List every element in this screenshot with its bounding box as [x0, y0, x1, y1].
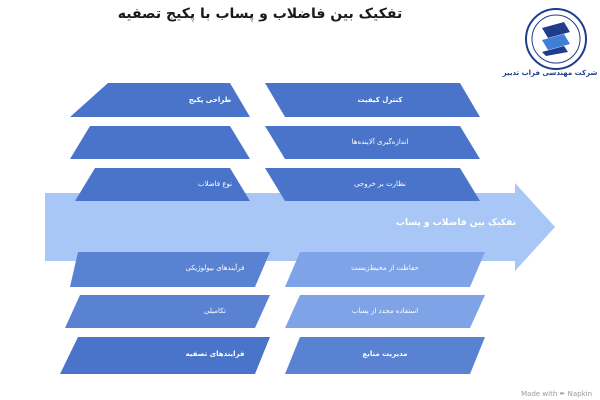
rib-label-wastewater-type: نوع فاضلاب — [197, 180, 233, 188]
spine-arrow — [45, 183, 555, 271]
rib-top-right-1 — [265, 83, 480, 117]
page-title: تفکیک بین فاضلاب و پساب با پکیج تصفیه — [117, 6, 403, 22]
rib-bottom-left-2 — [65, 295, 270, 328]
napkin-watermark: Made with ✒ Napkin — [521, 390, 592, 398]
rib-label-environment-protection: حفاظت از محیط‌زیست — [351, 264, 419, 272]
rib-label-package-design: طراحی پکیج — [188, 96, 232, 104]
rib-bottom-right-2 — [285, 295, 485, 328]
rib-bottom-left-1 — [70, 252, 270, 287]
rib-label-output-monitoring: نظارت بر خروجی — [354, 180, 406, 188]
rib-label-pollutant-measurement: اندازه‌گیری آلاینده‌ها — [351, 138, 409, 146]
spine-label: تفکیک بین فاضلاب و پساب — [395, 218, 516, 228]
rib-top-left-3 — [75, 168, 250, 201]
rib-bottom-right-1 — [285, 252, 485, 287]
rib-bottom-left-3 — [60, 337, 270, 374]
rib-label-complementary: تکامیلی — [204, 307, 226, 315]
rib-top-right-2 — [265, 126, 480, 159]
rib-label-biological-processes: فرآیندهای بیولوژیکی — [185, 264, 245, 272]
logo-caption: شرکت مهندسی فراب تدبیر — [502, 69, 598, 77]
rib-top-left-2 — [70, 126, 250, 159]
rib-bottom-right-3 — [285, 337, 485, 374]
company-logo — [525, 8, 587, 70]
rib-top-left-1 — [70, 83, 250, 117]
rib-top-right-3 — [265, 168, 480, 201]
rib-label-resource-management: مدیریت منابع — [362, 350, 408, 358]
rib-label-treatment-processes: فرایندهای تصفیه — [185, 350, 245, 358]
rib-label-quality-control: کنترل کیفیت — [357, 96, 403, 104]
rib-label-effluent-reuse: استفاده مجدد از پساب — [351, 307, 419, 315]
